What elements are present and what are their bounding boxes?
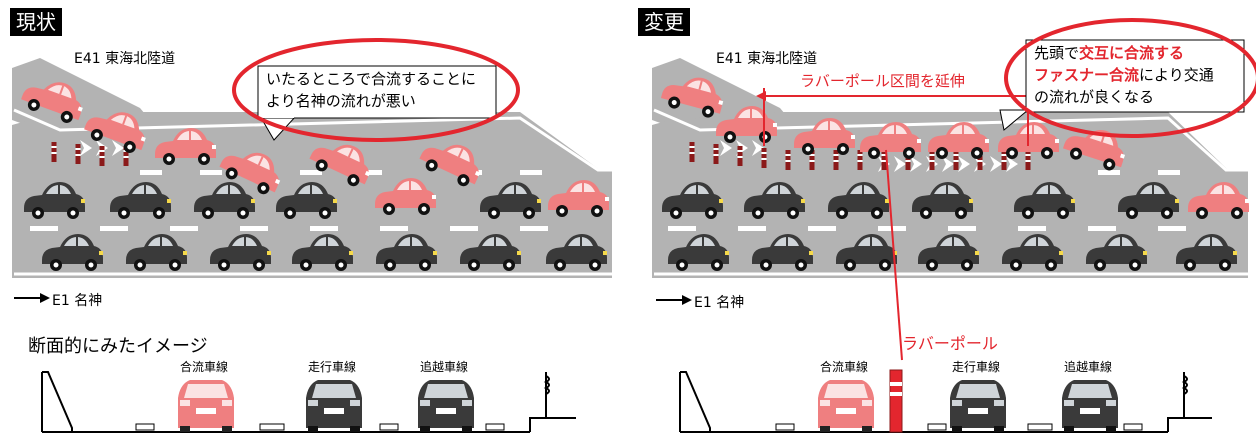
callout-part-b: 交互に合流する xyxy=(1079,44,1185,62)
callout-text: いたるところで合流することに より名神の流れが悪い xyxy=(266,68,476,112)
callout-line-2: より名神の流れが悪い xyxy=(266,92,416,110)
changed-state-panel: 変更 E41 東海北陸道 E1 名神 ラバーポール区間を延伸 先頭で交互に合流す… xyxy=(628,0,1256,448)
callout-part-e: の流れが良くなる xyxy=(1034,88,1155,106)
lane-label-passing: 追越車線 xyxy=(1064,360,1113,374)
current-state-panel: 現状 E41 東海北陸道 E1 名神 いたるところで合流することに より名神の流… xyxy=(10,8,612,433)
lane-label-merge: 合流車線 xyxy=(180,360,229,374)
extend-section-label: ラバーポール区間を延伸 xyxy=(800,72,965,90)
lane-label-passing: 追越車線 xyxy=(420,360,469,374)
callout-line-1: いたるところで合流することに xyxy=(266,70,477,88)
callout-part-a: 先頭で xyxy=(1034,44,1080,62)
tokai-hokuriku-label: E41 東海北陸道 xyxy=(716,51,818,67)
changed-tag: 変更 xyxy=(638,8,690,36)
callout-part-d: により交通 xyxy=(1139,66,1214,84)
rubber-pole-label: ラバーポール xyxy=(902,334,998,353)
callout-text: 先頭で交互に合流する ファスナー合流により交通 の流れが良くなる xyxy=(1034,42,1214,108)
callout-part-c: ファスナー合流 xyxy=(1034,66,1140,84)
current-tag: 現状 xyxy=(10,8,62,36)
meishin-label: E1 名神 xyxy=(52,293,103,309)
section-title: 断面的にみたイメージ xyxy=(28,336,208,357)
lane-label-travel: 走行車線 xyxy=(952,360,1001,374)
changed-road-illustration xyxy=(652,18,1256,433)
lane-label-travel: 走行車線 xyxy=(308,360,357,374)
meishin-label: E1 名神 xyxy=(694,295,745,311)
lane-label-merge: 合流車線 xyxy=(820,360,869,374)
tokai-hokuriku-label: E41 東海北陸道 xyxy=(74,51,176,67)
current-road-illustration xyxy=(12,38,612,433)
